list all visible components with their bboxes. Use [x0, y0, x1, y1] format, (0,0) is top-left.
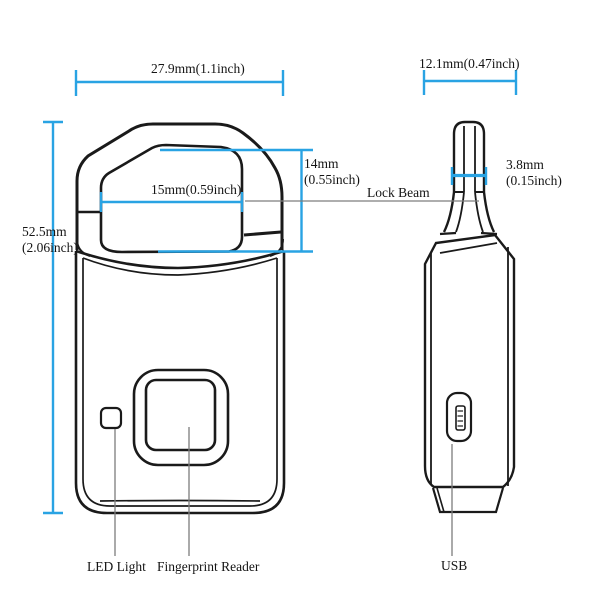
front-shackle-outer: [75, 122, 284, 250]
width-dimension-front: [74, 70, 285, 96]
side-body-top-facet: [439, 242, 498, 254]
opening-height-inch: (0.55inch): [304, 172, 360, 187]
side-body-top-seam-right: [480, 231, 498, 236]
side-view-drawing: [423, 120, 516, 514]
opening-height-mm: 14mm: [304, 156, 339, 171]
height-dim-inch: (2.06inch): [22, 240, 78, 255]
side-body-outline: [423, 233, 516, 489]
usb-label: USB: [441, 558, 468, 573]
side-flare-outer-left: [442, 191, 456, 233]
opening-width-dim-label: 15mm(0.59inch): [151, 182, 242, 197]
front-width-dim-label: 27.9mm(1.1inch): [151, 61, 245, 76]
front-body-outer: [74, 251, 286, 515]
opening-height-dim-label: 14mm(0.55inch): [304, 156, 360, 188]
fingerprint-reader-label: Fingerprint Reader: [157, 559, 260, 574]
beam-dim-inch: (0.15inch): [506, 173, 562, 188]
front-body-collar-outer: [75, 249, 285, 270]
lock-beam-label: Lock Beam: [367, 185, 430, 200]
front-shackle-opening: [99, 143, 244, 254]
width-dimension-side: [422, 70, 518, 95]
side-body-top-seam-left: [439, 231, 457, 236]
fingerprint-reader-outer: [132, 368, 230, 467]
front-body-inner: [82, 258, 278, 507]
side-width-dim-label: 12.1mm(0.47inch): [419, 56, 520, 71]
height-dim-label: 52.5mm(2.06inch): [22, 224, 78, 256]
led-indicator-shape: [99, 406, 123, 430]
front-shackle-right-seam: [243, 230, 282, 237]
side-flare-outer-right: [482, 191, 496, 233]
opening-width-dimension: [99, 192, 244, 212]
side-body-foot-facet: [436, 487, 445, 513]
side-shackle-outer: [452, 120, 486, 192]
side-body-foot: [431, 487, 505, 514]
fingerprint-reader-inner: [144, 378, 217, 452]
side-flare-inner-left: [455, 191, 465, 233]
front-body-bottom-line: [99, 499, 261, 502]
usb-pin-block: [455, 405, 466, 431]
led-light-label: LED Light: [87, 559, 146, 574]
usb-pins: [457, 410, 463, 427]
side-flare-inner-right: [474, 191, 484, 233]
height-dimension: [43, 120, 63, 515]
front-view-drawing: [74, 122, 286, 515]
beam-dim-label: 3.8mm(0.15inch): [506, 157, 562, 189]
height-dim-mm: 52.5mm: [22, 224, 67, 239]
beam-dimension: [450, 167, 488, 185]
usb-port-shape: [445, 391, 473, 443]
beam-dim-mm: 3.8mm: [506, 157, 544, 172]
front-body-collar-inner: [82, 257, 278, 276]
